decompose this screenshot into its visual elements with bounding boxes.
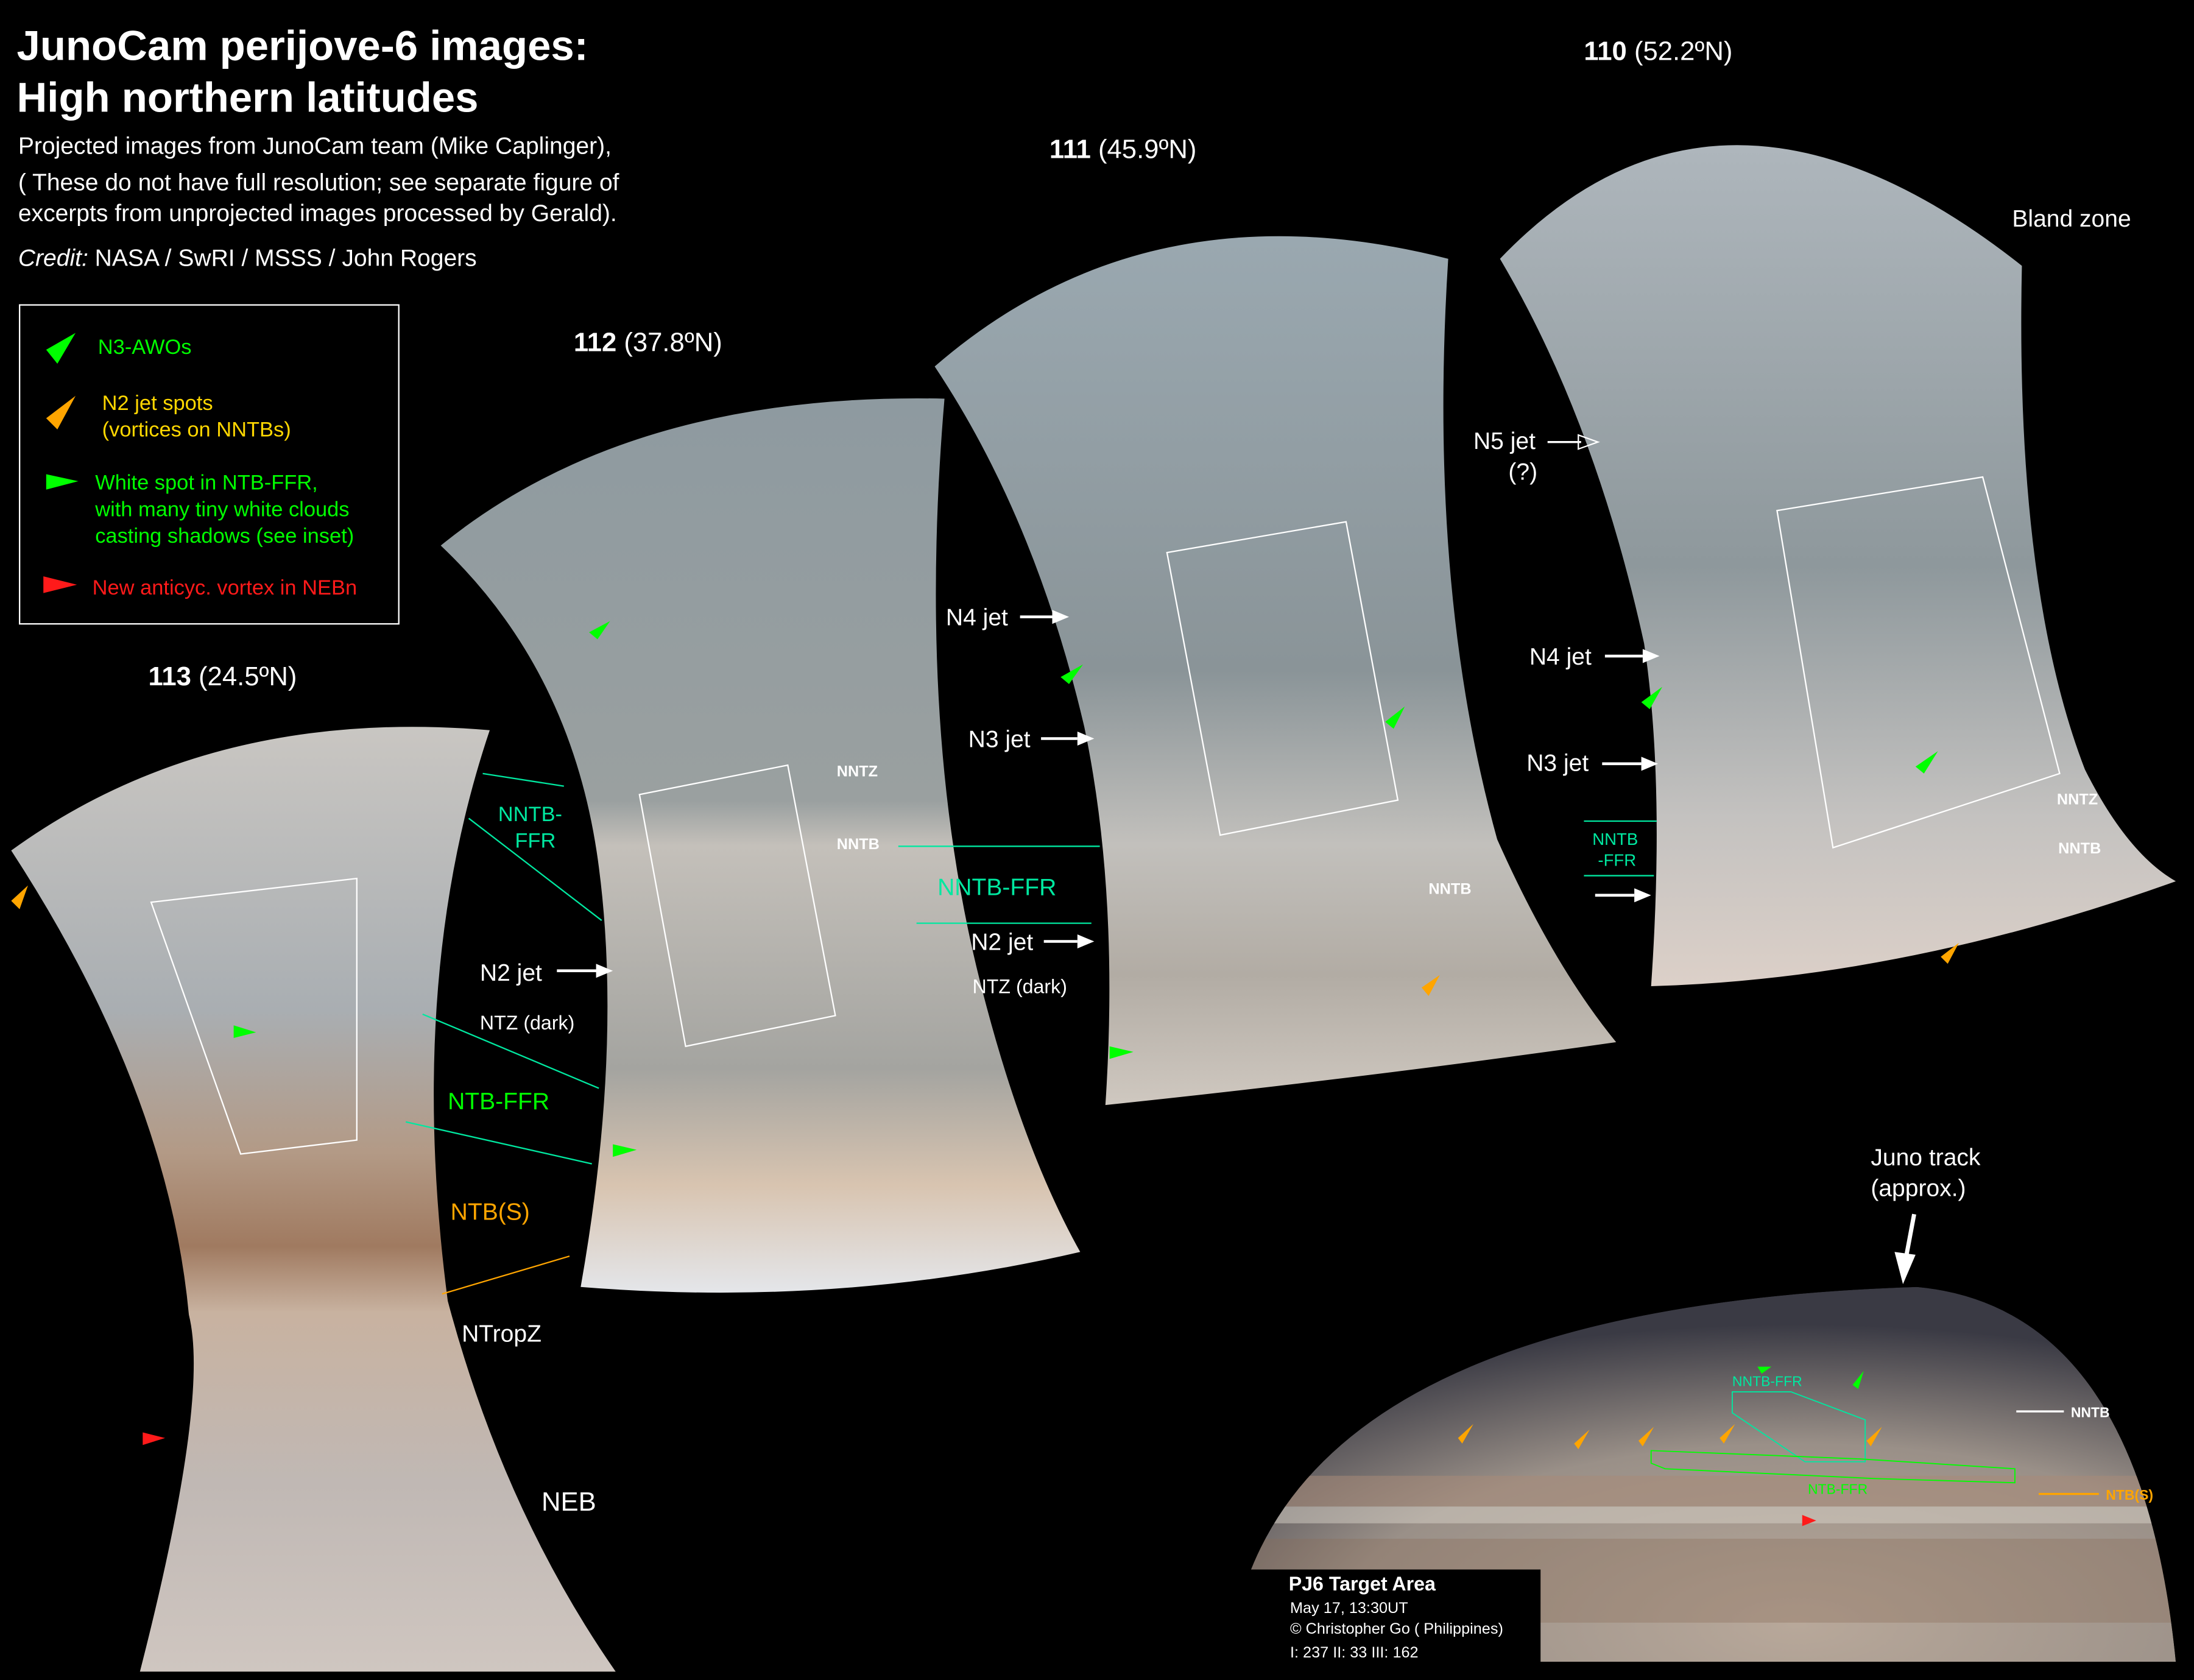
label-n2-jet: N2 jet: [480, 960, 542, 986]
label-nntb-ffr-110: NNTB-FFR: [1592, 830, 1638, 869]
green-arrowhead-right-icon: [46, 474, 79, 490]
label-n3-jet-110: N3 jet: [1526, 750, 1589, 776]
label-n2-jet-111: N2 jet: [971, 929, 1033, 955]
label-n5-jet: N5 jet: [1473, 428, 1536, 454]
arrow-icon: [1077, 732, 1095, 746]
arrow-icon: [596, 964, 613, 978]
new-vortex-marker-icon: [143, 1432, 166, 1445]
arrow-icon: [1642, 649, 1660, 663]
n2-spot-marker-icon: [1574, 1429, 1590, 1450]
inset-info-box: [1228, 1569, 1541, 1662]
inset-label-nntb-ffr: NNTB-FFR: [1732, 1374, 1802, 1389]
credit: Credit: NASA / SwRI / MSSS / John Rogers: [18, 245, 477, 271]
inset-author: © Christopher Go ( Philippines): [1290, 1620, 1503, 1637]
label-ntz-dark-111: NTZ (dark): [973, 975, 1067, 997]
label-neb: NEB: [541, 1488, 596, 1517]
label-nntb-ffr-111: NNTB-FFR: [937, 875, 1056, 901]
label-nntb-110: NNTB: [2058, 840, 2101, 857]
n2-spot-marker-icon: [1720, 1424, 1735, 1444]
label-n4-jet-111: N4 jet: [946, 605, 1008, 631]
label-bland-zone: Bland zone: [2012, 206, 2131, 232]
arrow-icon: [1052, 610, 1070, 624]
panel-label-113: 113 (24.5ºN): [149, 662, 297, 691]
credit-text: NASA / SwRI / MSSS / John Rogers: [88, 245, 477, 271]
label-nntz-110: NNTZ: [2057, 791, 2098, 808]
legend-item-white-spot: White spot in NTB-FFR,with many tiny whi…: [94, 471, 354, 548]
inset-longitudes: I: 237 II: 33 III: 162: [1290, 1644, 1419, 1661]
inset-frame-111: [1166, 521, 1399, 836]
label-nntb-112: NNTB: [837, 836, 880, 853]
description-line-2: ( These do not have full resolution; see…: [18, 169, 619, 196]
inset-title: PJ6 Target Area: [1289, 1573, 1436, 1595]
legend: N3-AWOs N2 jet spots(vortices on NNTBs) …: [19, 304, 400, 625]
panel-label-111: 111 (45.9ºN): [1049, 135, 1197, 164]
juno-track-arrow-icon: [1894, 1252, 1916, 1285]
inset-nntb-ffr-box: [1732, 1391, 1866, 1463]
n3-awo-marker-icon: [1385, 706, 1405, 729]
legend-item-n2-jet-spots: N2 jet spots(vortices on NNTBs): [102, 392, 291, 442]
arrow-icon: [1641, 757, 1659, 771]
n3-awo-marker-icon: [1060, 664, 1084, 684]
label-nntz-112: NNTZ: [837, 763, 878, 780]
label-ntz-dark: NTZ (dark): [480, 1012, 574, 1034]
label-n4-jet-110: N4 jet: [1529, 644, 1592, 670]
inset-ntb-ffr-box: [1650, 1450, 2016, 1484]
image-panel-110: [1500, 145, 2176, 986]
panel-label-112: 112 (37.8ºN): [574, 328, 722, 357]
panel-label-110: 110 (52.2ºN): [1584, 37, 1732, 66]
label-n5-question: (?): [1508, 459, 1537, 485]
n3-awo-marker-icon: [589, 621, 610, 640]
white-spot-marker-icon: [1109, 1046, 1134, 1059]
orange-arrowhead-icon: [46, 395, 76, 430]
n3-awo-marker-icon: [1915, 751, 1938, 774]
n2-spot-marker-icon: [1458, 1424, 1473, 1444]
hollow-arrow-icon: [1578, 434, 1600, 450]
inset-frame-110: [1776, 476, 2061, 849]
inset-label-nntb: NNTB: [2071, 1404, 2110, 1420]
label-nntb-ffr: NNTB-FFR: [498, 803, 562, 853]
title-line-1: JunoCam perijove-6 images:: [17, 23, 588, 69]
white-spot-marker-icon: [613, 1144, 637, 1157]
n3-awo-marker-icon: [1641, 686, 1663, 710]
label-ntropz: NTropZ: [462, 1321, 541, 1347]
n3-awo-marker-icon: [1757, 1366, 1772, 1374]
new-vortex-marker-icon: [1802, 1515, 1816, 1526]
white-spot-marker-icon: [233, 1025, 256, 1038]
arrow-icon: [1077, 934, 1095, 948]
n2-spot-marker-icon: [1941, 942, 1959, 964]
n2-spot-marker-icon: [1638, 1427, 1654, 1447]
image-panel-113: [11, 727, 616, 1672]
label-n3-jet-111: N3 jet: [968, 726, 1031, 752]
title-line-2: High northern latitudes: [17, 74, 479, 121]
label-nntb-111: NNTB: [1428, 880, 1471, 897]
legend-item-n3-awos: N3-AWOs: [98, 336, 192, 359]
label-juno-track: Juno track(approx.): [1871, 1145, 1981, 1202]
image-panel-112: [440, 398, 1081, 1293]
legend-item-new-vortex: New anticyc. vortex in NEBn: [93, 576, 358, 599]
image-panel-111: [934, 236, 1617, 1106]
red-arrowhead-right-icon: [43, 576, 77, 593]
annotations-113-112: [405, 772, 613, 1295]
description-line-1: Projected images from JunoCam team (Mike…: [18, 133, 612, 160]
green-arrowhead-icon: [46, 333, 76, 364]
description-line-3: excerpts from unprojected images process…: [18, 200, 617, 227]
n2-spot-marker-icon: [11, 885, 28, 909]
inset-date: May 17, 13:30UT: [1290, 1600, 1408, 1617]
inset-label-ntb-s: NTB(S): [2106, 1487, 2153, 1503]
label-ntb-ffr: NTB-FFR: [448, 1089, 549, 1115]
n2-spot-marker-icon: [1866, 1427, 1882, 1447]
inset-frame-112: [638, 764, 836, 1048]
inset-frame-113: [150, 877, 358, 1155]
credit-label: Credit:: [18, 245, 88, 271]
n2-spot-marker-icon: [1421, 975, 1440, 997]
n3-awo-marker-icon: [1852, 1371, 1864, 1389]
inset-label-ntb-ffr: NTB-FFR: [1808, 1481, 1868, 1497]
arrow-icon: [1634, 888, 1651, 903]
label-ntb-s: NTB(S): [451, 1199, 530, 1225]
